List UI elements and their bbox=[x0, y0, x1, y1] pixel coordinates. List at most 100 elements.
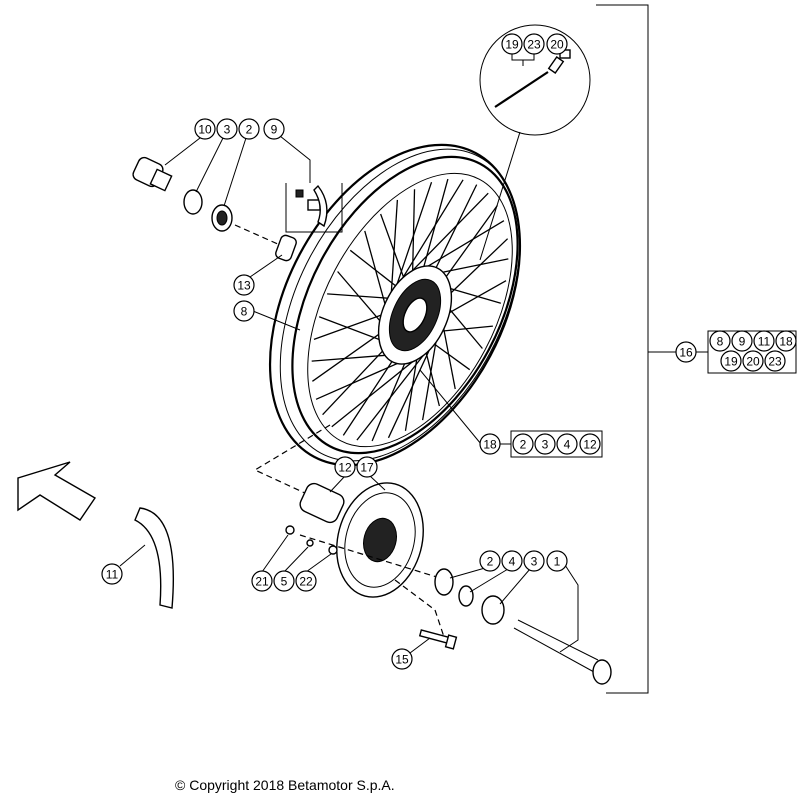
callout-kit16-1: 9 bbox=[731, 330, 753, 352]
callout-number: 19 bbox=[724, 355, 738, 369]
spoke bbox=[312, 325, 392, 382]
direction-arrow-icon bbox=[17, 461, 97, 521]
callout-number: 19 bbox=[505, 38, 519, 52]
spoke bbox=[331, 350, 426, 428]
leader-lines bbox=[119, 135, 579, 654]
callout-c21: 21 bbox=[251, 570, 273, 592]
callout-kit18-0: 2 bbox=[512, 433, 534, 455]
callout-number: 8 bbox=[241, 305, 248, 319]
spoke bbox=[425, 350, 441, 407]
callout-c5: 5 bbox=[273, 570, 295, 592]
callout-number: 3 bbox=[224, 123, 231, 137]
callout-c10: 10 bbox=[194, 118, 216, 140]
callout-circle bbox=[263, 118, 285, 140]
callout-number: 15 bbox=[395, 653, 409, 667]
seal-3-right bbox=[481, 595, 505, 625]
spoke bbox=[313, 311, 391, 340]
callout-circle bbox=[233, 300, 255, 322]
spoke bbox=[396, 179, 464, 287]
bolt-21 bbox=[285, 525, 295, 535]
callout-circle bbox=[753, 330, 775, 352]
callout-number: 3 bbox=[531, 555, 538, 569]
callout-circle bbox=[534, 433, 556, 455]
callout-c2_top: 2 bbox=[238, 118, 260, 140]
callout-number: 2 bbox=[246, 123, 253, 137]
callout-circle bbox=[295, 570, 317, 592]
seal-4 bbox=[458, 585, 474, 607]
callout-circle bbox=[233, 274, 255, 296]
callout-circle bbox=[556, 433, 578, 455]
callout-number: 9 bbox=[739, 335, 746, 349]
callout-kit18-3: 12 bbox=[579, 433, 601, 455]
bearing-2-right bbox=[434, 568, 454, 596]
callout-c2_bot: 2 bbox=[479, 550, 501, 572]
spoke bbox=[349, 249, 398, 288]
callout-number: 5 bbox=[281, 575, 288, 589]
callout-c15: 15 bbox=[391, 648, 413, 670]
callout-number: 20 bbox=[550, 38, 564, 52]
callout-number: 23 bbox=[768, 355, 782, 369]
spoke bbox=[420, 178, 449, 277]
callout-c23_top: 23 bbox=[523, 33, 545, 55]
callout-circle bbox=[546, 33, 568, 55]
bolt-22 bbox=[328, 545, 338, 555]
callout-kit16-4: 19 bbox=[720, 350, 742, 372]
callout-number: 17 bbox=[360, 461, 374, 475]
callout-circle bbox=[579, 433, 601, 455]
spoke bbox=[342, 347, 402, 436]
callout-number: 11 bbox=[106, 568, 119, 582]
callout-kit16-5: 20 bbox=[742, 350, 764, 372]
callout-c22: 22 bbox=[295, 570, 317, 592]
callout-number: 2 bbox=[487, 555, 494, 569]
callout-number: 9 bbox=[271, 123, 278, 137]
spoke bbox=[404, 354, 419, 431]
callout-circle bbox=[251, 570, 273, 592]
callout-c3_bot: 3 bbox=[523, 550, 545, 572]
spoke bbox=[439, 280, 507, 319]
callout-number: 18 bbox=[779, 335, 793, 349]
callout-circle bbox=[479, 433, 501, 455]
callout-c20_top: 20 bbox=[546, 33, 568, 55]
callout-kit16-0: 8 bbox=[709, 330, 731, 352]
callout-number: 23 bbox=[527, 38, 541, 52]
callout-kit18-2: 4 bbox=[556, 433, 578, 455]
callout-number: 20 bbox=[746, 355, 760, 369]
callout-number: 8 bbox=[717, 335, 724, 349]
callout-number: 4 bbox=[564, 438, 571, 452]
axle-1 bbox=[513, 619, 612, 685]
brake-disc-17 bbox=[336, 482, 424, 598]
callout-circle bbox=[742, 350, 764, 372]
callout-circle bbox=[334, 456, 356, 478]
callout-c4_bot: 4 bbox=[501, 550, 523, 572]
callout-circle bbox=[512, 433, 534, 455]
callout-circle bbox=[764, 350, 786, 372]
spoke bbox=[391, 181, 433, 298]
callout-number: 3 bbox=[542, 438, 549, 452]
callout-c13: 13 bbox=[233, 274, 255, 296]
callout-circle bbox=[523, 33, 545, 55]
spoke bbox=[432, 342, 471, 371]
callout-number: 2 bbox=[520, 438, 527, 452]
spoke bbox=[327, 293, 393, 300]
rim-strip-11 bbox=[134, 507, 175, 609]
seal-3-left bbox=[183, 189, 203, 215]
callout-circle bbox=[356, 456, 378, 478]
callout-c19_top: 19 bbox=[501, 33, 523, 55]
copyright-text: © Copyright 2018 Betamotor S.p.A. bbox=[175, 777, 395, 793]
wheel-hub bbox=[377, 265, 453, 365]
callout-circle bbox=[194, 118, 216, 140]
callout-c1: 1 bbox=[546, 550, 568, 572]
callout-c8: 8 bbox=[233, 300, 255, 322]
spoke bbox=[404, 192, 489, 280]
callout-number: 21 bbox=[255, 575, 269, 589]
callout-kit18-1: 3 bbox=[534, 433, 556, 455]
callout-circle bbox=[391, 648, 413, 670]
callout-number: 11 bbox=[758, 335, 771, 349]
balance-weight-9 bbox=[285, 183, 343, 233]
spacer-12 bbox=[299, 482, 345, 524]
callout-circle bbox=[720, 350, 742, 372]
callout-circle bbox=[675, 341, 697, 363]
callout-c17: 17 bbox=[356, 456, 378, 478]
callout-circle bbox=[775, 330, 797, 352]
callout-c11: 11 bbox=[101, 563, 123, 585]
